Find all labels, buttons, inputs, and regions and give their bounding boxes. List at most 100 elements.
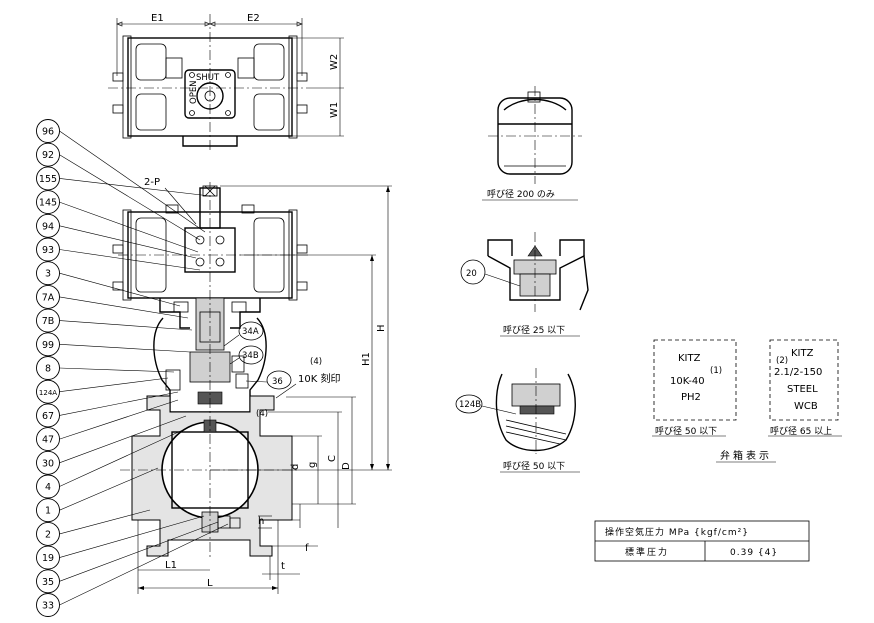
label-2p: 2-P [144,177,160,188]
part-balloon [36,403,60,428]
part-balloon [36,427,60,452]
balloon-leader [59,523,229,606]
caption-50: 呼び径 50 以下 [503,460,565,472]
marking-left-material: PH2 [681,392,701,403]
part-balloons: 9692155145949337A7B998124A67473041219353… [36,119,229,617]
callout-124b [455,394,517,415]
part-balloon [36,356,60,380]
marking-right-note: (2) [776,356,788,366]
table-value: 0.39 {4} [730,548,778,558]
part-balloon [36,261,60,286]
caption-200: 呼び径 200 のみ [487,188,555,200]
part-balloon-label: 67 [42,411,54,422]
balloon-leader [59,399,179,440]
part-balloon [36,190,60,215]
balloon-leader [59,521,219,582]
balloon-leader [59,272,181,307]
marking-left-rating: 10K-40 [670,376,705,387]
balloon-leader [59,467,159,511]
part-balloon-label: 4 [45,482,51,493]
balloon-leader [59,178,211,197]
table-header: 操作空気圧力 MPa {kgf/cm²} [605,526,749,538]
marking-right-material2: WCB [794,401,818,412]
part-balloon-label: 19 [42,553,54,564]
dim-t: t [281,561,285,572]
dim-h: H [376,324,387,332]
marking-right-material1: STEEL [787,384,818,395]
part-balloon [36,521,60,546]
part-balloon [36,545,60,570]
balloon-leader [59,130,206,233]
part-balloon-label: 3 [45,269,51,280]
part-balloon-label: 2 [45,529,51,540]
part-balloon [36,379,60,404]
balloon-leader [59,377,169,392]
callout-20 [460,259,521,287]
callout-34a-label: 34A [242,327,259,337]
section-dimensions [137,185,392,594]
pressure-table [594,520,810,562]
actuator-top-view: SHUT OPEN [108,14,344,152]
dim-w1: W1 [329,102,340,118]
part-balloon-label: 94 [42,221,54,232]
part-balloon-label: 155 [39,174,57,185]
part-balloon-label: 92 [42,150,54,161]
part-balloon [36,498,60,523]
callout-34b-label: 34B [242,351,259,361]
detail-25 [487,232,589,337]
part-balloon [36,284,60,309]
dim-l1: L1 [165,560,177,571]
part-balloon [36,332,60,357]
balloon-leader [59,201,199,253]
balloon-leader [59,509,151,535]
marking-right-rating: 2.1/2-150 [774,367,822,378]
svg-text:OPEN: OPEN [189,80,199,104]
marking-left-brand: KITZ [678,353,701,364]
dim-h-small: h [258,516,264,527]
part-balloon-label: 124A [39,389,57,397]
callout-4a: (4) [310,357,322,367]
part-balloon-label: 8 [45,364,51,375]
callout-stamp: 10K 刻印 [298,372,340,385]
balloon-leader [59,391,179,416]
balloon-leader [59,415,187,464]
dim-e1: E1 [151,13,164,24]
part-balloon-label: 93 [42,245,54,256]
part-balloon [36,593,60,617]
callout-36-label: 36 [272,377,283,387]
dim-f: f [305,543,309,554]
marking-title: 弁箱表示 [720,449,772,462]
callout-4b: (4) [256,409,268,419]
dim-e2: E2 [247,13,260,24]
detail-50 [495,368,580,473]
part-balloon [36,166,60,191]
part-balloon [36,450,60,475]
part-balloon-label: 35 [42,577,54,588]
balloon-leader [59,423,197,487]
caption-25: 呼び径 25 以下 [503,324,565,336]
callout-124b-label: 124B [459,400,481,410]
balloon-leader [59,225,197,259]
table-label: 標準圧力 [625,546,669,558]
callout-34b [229,345,264,365]
dim-c: C [327,455,338,462]
balloon-leader [59,320,193,331]
part-balloon-label: 96 [42,127,54,138]
part-balloon-label: 33 [42,601,54,612]
part-balloon [36,474,60,499]
marking-right-brand: KITZ [791,348,814,359]
part-balloon [36,237,60,262]
callout-36 [245,370,292,390]
part-balloon-label: 1 [45,506,51,517]
part-balloon [36,308,60,333]
part-balloon [36,213,60,238]
marking-left-caption: 呼び径 50 以下 [655,425,717,437]
part-balloon-label: 7B [42,316,55,327]
balloon-leader [59,344,191,353]
part-balloon-label: 145 [39,198,57,209]
valve-section-view [112,182,310,560]
marking-left-note: (1) [710,366,722,376]
body-marking [652,339,842,463]
balloon-leader [59,296,189,319]
